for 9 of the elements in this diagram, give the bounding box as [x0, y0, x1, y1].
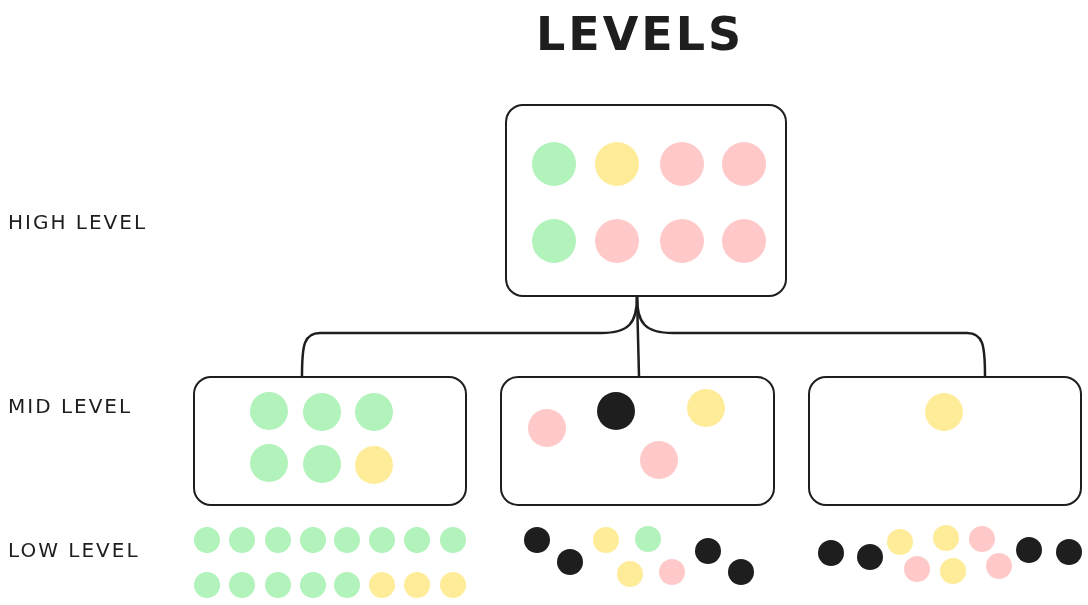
group-box	[808, 376, 1082, 506]
group-box	[505, 104, 787, 297]
level-label: MID LEVEL	[8, 394, 133, 418]
group-box	[500, 376, 775, 506]
level-label: HIGH LEVEL	[8, 210, 148, 234]
diagram-title: LEVELS	[535, 8, 745, 60]
group-box	[193, 376, 467, 506]
connector-line	[635, 295, 987, 378]
level-label: LOW LEVEL	[8, 538, 140, 562]
